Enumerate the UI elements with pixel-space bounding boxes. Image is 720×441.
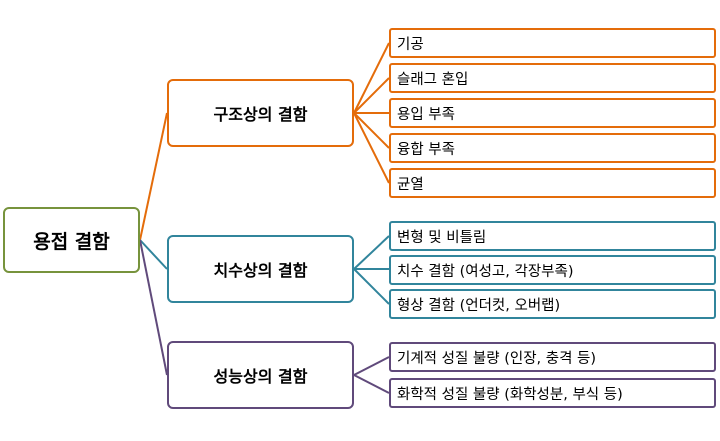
leaf-node: 화학적 성질 불량 (화학성분, 부식 등) xyxy=(389,378,716,408)
category-structural-defects: 구조상의 결함 xyxy=(167,79,354,147)
root-node-label: 용접 결함 xyxy=(33,230,110,253)
leaf-label: 기계적 성질 불량 (인장, 충격 등) xyxy=(397,350,597,367)
root-node: 용접 결함 xyxy=(3,207,140,273)
leaf-label: 용입 부족 xyxy=(397,106,455,123)
connector-root-performance xyxy=(139,239,168,376)
connector-dimensional-leaf-1 xyxy=(353,235,390,270)
connector-structural-leaf-1 xyxy=(353,42,390,114)
category-label: 치수상의 결함 xyxy=(213,261,308,280)
leaf-node: 기계적 성질 불량 (인장, 충격 등) xyxy=(389,342,716,372)
connector-dimensional-leaf-3 xyxy=(353,268,390,305)
leaf-label: 기공 xyxy=(397,36,424,53)
leaf-node: 형상 결함 (언더컷, 오버랩) xyxy=(389,289,716,319)
leaf-label: 치수 결함 (여성고, 각장부족) xyxy=(397,263,574,280)
leaf-label: 형상 결함 (언더컷, 오버랩) xyxy=(397,297,561,314)
leaf-node: 슬래그 혼입 xyxy=(389,63,716,93)
leaf-label: 화학적 성질 불량 (화학성분, 부식 등) xyxy=(397,386,623,403)
category-dimensional-defects: 치수상의 결함 xyxy=(167,235,354,303)
category-performance-defects: 성능상의 결함 xyxy=(167,341,354,409)
connector-root-dimensional xyxy=(139,239,168,270)
leaf-node: 용입 부족 xyxy=(389,98,716,128)
connector-performance-leaf-1 xyxy=(353,356,390,376)
connector-structural-leaf-5 xyxy=(353,112,390,184)
leaf-label: 변형 및 비틀림 xyxy=(397,229,487,246)
leaf-node: 변형 및 비틀림 xyxy=(389,221,716,251)
leaf-label: 융합 부족 xyxy=(397,141,455,158)
category-label: 구조상의 결함 xyxy=(213,105,308,124)
connector-performance-leaf-2 xyxy=(353,374,390,394)
category-label: 성능상의 결함 xyxy=(213,367,308,386)
leaf-label: 균열 xyxy=(397,176,424,193)
connector-structural-leaf-2 xyxy=(353,77,390,114)
connector-structural-leaf-4 xyxy=(353,112,390,149)
leaf-node: 기공 xyxy=(389,28,716,58)
leaf-node: 융합 부족 xyxy=(389,133,716,163)
leaf-label: 슬래그 혼입 xyxy=(397,71,469,88)
leaf-node: 치수 결함 (여성고, 각장부족) xyxy=(389,255,716,285)
connector-root-structural xyxy=(139,112,168,241)
leaf-node: 균열 xyxy=(389,168,716,198)
